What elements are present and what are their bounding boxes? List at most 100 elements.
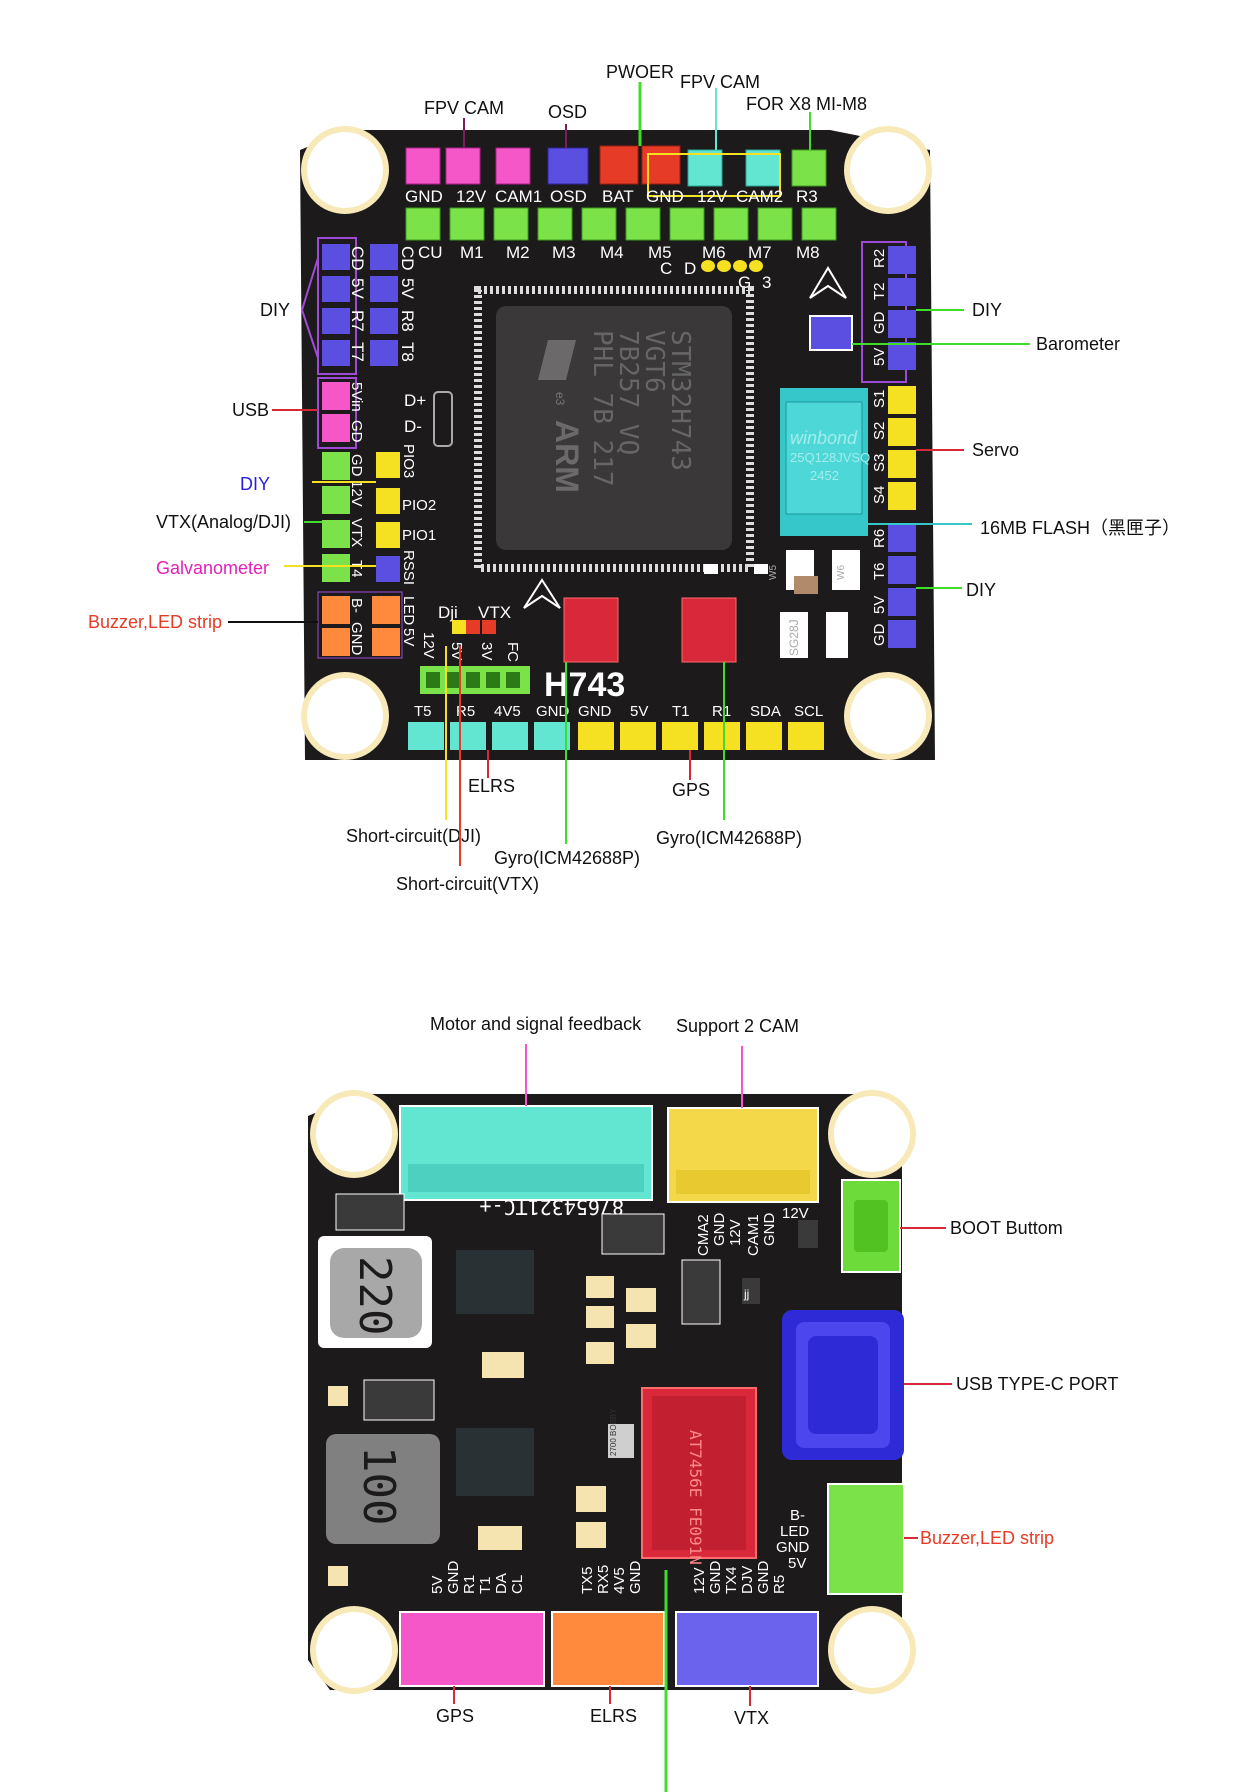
crystal xyxy=(433,391,453,447)
bottom-mount-hole-br-inner xyxy=(834,1612,910,1688)
callout-flash: 16MB FLASH（黑匣子） xyxy=(980,518,1180,538)
led-pin-label: GND xyxy=(776,1539,810,1556)
top-row-pin-label: OSD xyxy=(550,187,587,206)
top-callouts: FPV CAM OSD PWOER FPV CAM FOR X8 MI-M8 D… xyxy=(88,62,1180,894)
bottom-components: 2700 BOBBY jj xyxy=(328,1193,818,1586)
vtx-pad xyxy=(322,520,350,548)
usb-pad xyxy=(322,382,350,410)
motor-pad xyxy=(581,207,617,241)
callout-gps-top: GPS xyxy=(672,780,710,800)
motor-sub-label: C xyxy=(660,259,672,278)
diy-pad-right xyxy=(888,278,916,306)
mcu-pin-frame xyxy=(474,286,754,572)
inner-pin-label: PIO1 xyxy=(402,527,436,544)
motor-pad xyxy=(449,207,485,241)
select-pad xyxy=(466,620,480,634)
left-inner-pin-label: 5V xyxy=(398,278,417,299)
motor-pad xyxy=(713,207,749,241)
inner-pin-label: D+ xyxy=(404,391,426,410)
right-pin-label: 5V xyxy=(871,596,888,614)
inner-pin-label: RSSI xyxy=(400,550,417,585)
motor-pad xyxy=(669,207,705,241)
motor-pin-label: M4 xyxy=(600,243,624,262)
vtx-pin-label: R5 xyxy=(771,1575,788,1594)
led-connector: B- LED GND 5V xyxy=(776,1483,905,1595)
right-pin-label: T6 xyxy=(871,562,888,580)
led-pin-label: LED xyxy=(780,1523,809,1540)
diy-pad-right xyxy=(888,556,916,584)
inner-labels: D+ D- PIO3 PIO2 PIO1 RSSI LED 5V 12V xyxy=(400,391,453,659)
flash-brand: winbond xyxy=(790,428,858,448)
left-outer-pin-label: CD xyxy=(348,246,367,271)
cam-pin-label: GND xyxy=(761,1213,778,1247)
right-pin-label: R2 xyxy=(871,249,888,268)
gps-pad xyxy=(578,722,614,750)
callout-usb-c: USB TYPE-C PORT xyxy=(956,1374,1118,1394)
bottom-row-pin-label: 5V xyxy=(630,703,648,720)
motor-sub-pads xyxy=(701,260,763,272)
usb-pin-label: GD xyxy=(348,420,365,443)
callout-gps-bottom: GPS xyxy=(436,1706,474,1726)
top-board: GND 12V CAM1 OSD BAT GND 12V CAM2 R3 CU … xyxy=(300,126,935,760)
flash-part: 25Q128JVSQ xyxy=(790,450,870,465)
pad-bat xyxy=(599,145,639,185)
inductor-top-label: 220 xyxy=(349,1256,400,1335)
elrs-pad xyxy=(534,722,570,750)
gps-pin-label: GND xyxy=(445,1561,462,1595)
component xyxy=(754,564,768,574)
callout-support-cam: Support 2 CAM xyxy=(676,1016,799,1036)
callout-diy-blue: DIY xyxy=(240,474,270,494)
bottom-mount-hole-tr-inner xyxy=(834,1096,910,1172)
callout-power: PWOER xyxy=(606,62,674,82)
vtx-pad xyxy=(322,554,350,582)
barometer-chip xyxy=(809,315,853,351)
gps-pin-label: T1 xyxy=(477,1576,494,1594)
servo-pad xyxy=(888,482,916,510)
usb-type-c xyxy=(782,1310,904,1460)
jj-label: jj xyxy=(743,1287,749,1301)
gps-pad xyxy=(662,722,698,750)
vtx-pad xyxy=(322,486,350,514)
callout-osd: OSD xyxy=(548,102,587,122)
motor-sub-label: G xyxy=(738,273,751,292)
motor-connector-pins: 87654321TC-+ xyxy=(480,1195,625,1219)
select-pin-label: 5V xyxy=(448,642,465,660)
elrs-pad xyxy=(492,722,528,750)
right-pin-label: S1 xyxy=(871,390,888,408)
sub-pad xyxy=(733,260,747,272)
flash-chip: winbond 25Q128JVSQ 2452 xyxy=(780,388,870,536)
mcu-text: VGT6 xyxy=(639,330,669,393)
bottom-mount-hole-bl-inner xyxy=(316,1612,392,1688)
motor-sub-label: 3 xyxy=(762,273,771,292)
led-pad xyxy=(372,628,400,656)
pio-pad xyxy=(376,452,400,478)
callout-elrs-top: ELRS xyxy=(468,776,515,796)
mcu-text: 7B257 VQ xyxy=(613,330,643,455)
osd-chip-label: AT7456E FE091N xyxy=(686,1430,705,1565)
top-mount-hole-tr-inner xyxy=(850,132,926,208)
motor-pin-label: M2 xyxy=(506,243,530,262)
mcu-text: STM32H743 xyxy=(665,330,695,471)
top-connector-row: GND 12V CAM1 OSD BAT GND 12V CAM2 R3 xyxy=(405,145,827,206)
top-row-pin-label: R3 xyxy=(796,187,818,206)
elrs-connector xyxy=(551,1611,665,1687)
top-mount-hole-bl-inner xyxy=(307,678,383,754)
gps-pin-label: CL xyxy=(509,1575,526,1594)
bottom-board: 87654321TC-+ CMA2 GND 12V CAM1 GND 12V 2… xyxy=(308,1090,916,1694)
jumper-row xyxy=(420,666,530,694)
diy-pad xyxy=(370,276,398,302)
usb-pad xyxy=(322,414,350,442)
callout-servo: Servo xyxy=(972,440,1019,460)
left-outer-pin-label: T7 xyxy=(348,342,367,362)
callout-diy-right-bottom: DIY xyxy=(966,580,996,600)
gps-pad xyxy=(620,722,656,750)
led-pin-label: B- xyxy=(790,1507,805,1524)
top-row-pin-label: 12V xyxy=(697,187,728,206)
component xyxy=(794,576,818,594)
left-inner-pin-label: CD xyxy=(398,246,417,271)
callout-gyro-right: Gyro(ICM42688P) xyxy=(656,828,802,848)
bottom-connectors: 5V GND R1 T1 DA CL TX5 RX5 4V5 GND 12V G… xyxy=(399,1561,819,1687)
gps-pin-label: R1 xyxy=(461,1575,478,1594)
vtx-pin-label: VTX xyxy=(348,518,365,547)
rssi-pad xyxy=(376,556,400,582)
